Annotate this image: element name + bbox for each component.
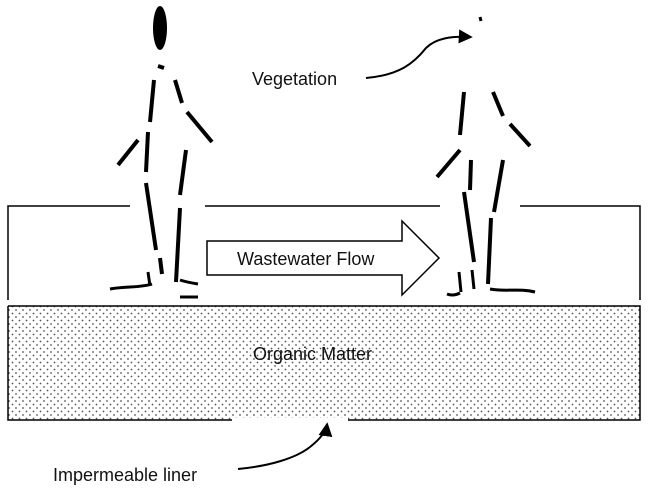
vegetation-pointer-arrow (365, 29, 473, 79)
plant-left (109, 6, 214, 299)
wastewater-flow-label: Wastewater Flow (237, 249, 375, 269)
liner-pointer-arrow (237, 422, 333, 470)
basin-outline (7, 205, 641, 300)
flow-arrow (206, 219, 441, 297)
organic-matter-label: Organic Matter (253, 344, 372, 364)
impermeable-liner-label: Impermeable liner (53, 465, 197, 485)
plant-left-head (153, 6, 167, 50)
plant-right (435, 16, 536, 297)
organic-matter-layer (7, 305, 641, 422)
vegetation-label: Vegetation (252, 69, 337, 89)
